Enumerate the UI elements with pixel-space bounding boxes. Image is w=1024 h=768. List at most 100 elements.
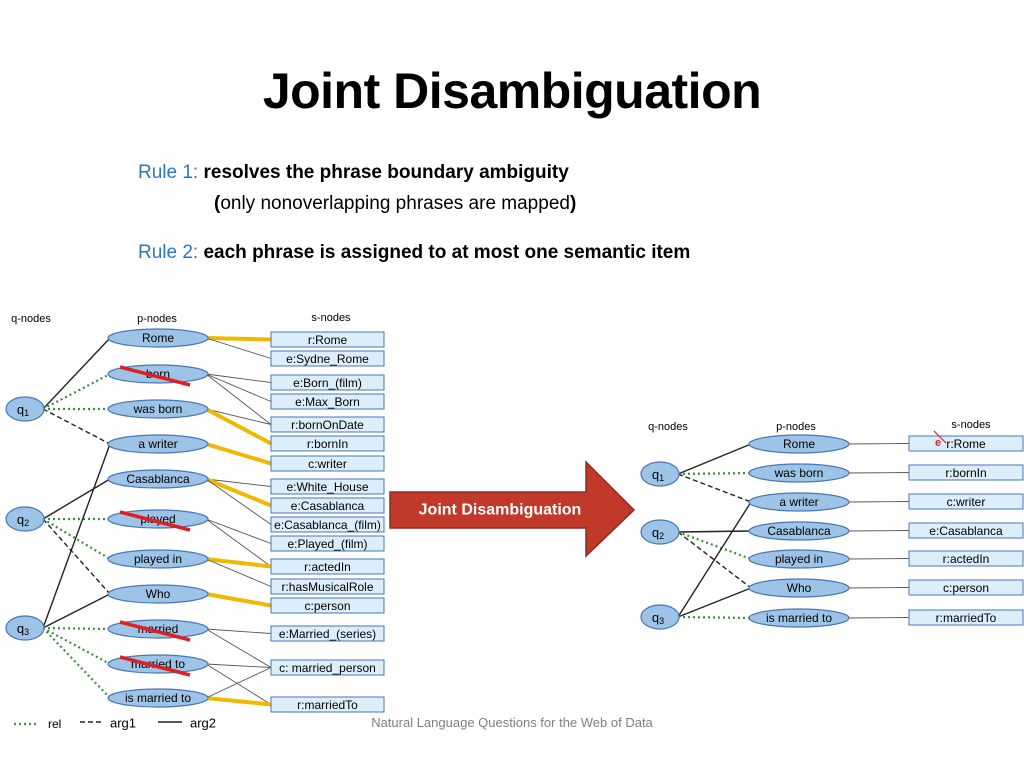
left-p-node [107,399,209,419]
left-edge-p-s [205,337,272,359]
left-edge-q-p [42,373,111,410]
right-s-node [908,464,1024,481]
right-annotation-e: e [935,437,941,449]
right-edge-p-s [846,443,910,445]
left-chosen-edge [205,407,272,446]
left-chosen-edge [205,336,272,342]
left-p-node-label: was born [133,402,183,416]
right-edge-p-s [846,558,910,560]
right-s-node [908,522,1024,539]
left-s-node [270,350,385,367]
right-s-node-label: r:bornIn [945,466,986,480]
left-header-q-nodes: q-nodes [11,313,51,325]
right-p-node [748,549,850,569]
right-q-node [640,519,680,545]
left-s-node [270,497,385,514]
left-edge-q-p [42,627,111,665]
right-s-node-label: e:Casablanca [929,524,1003,538]
left-s-node-label: c:person [304,599,350,613]
left-s-node-label: e:Sydne_Rome [286,352,369,366]
right-edge-q-p [677,615,752,620]
left-chosen-edge [205,557,272,569]
rule-1-paren-text: only nonoverlapping phrases are mapped [220,193,570,214]
left-header-p-nodes: p-nodes [137,313,177,325]
left-edge-p-s [205,628,272,668]
left-edge-p-s [205,518,272,567]
right-p-node [748,434,850,454]
right-header-p-nodes: p-nodes [776,421,816,433]
right-p-node [748,492,850,512]
right-edge-p-s [846,530,910,532]
rule-1: Rule 1: resolves the phrase boundary amb… [138,162,569,184]
right-edge-q-p [677,471,752,476]
left-s-node [270,578,385,595]
left-edge-p-s [205,518,272,544]
right-p-node-label: a writer [779,495,818,509]
left-p-node [107,688,209,708]
right-p-node-label: Who [787,581,812,595]
left-s-node [270,435,385,452]
left-edge-q-p [42,443,111,629]
right-header-s-nodes: s-nodes [951,419,991,431]
left-s-node-label: r:actedIn [304,560,351,574]
left-edge-p-s [205,628,272,634]
left-s-node [270,374,385,391]
right-edge-q-p [677,530,752,561]
right-edge-q-p [677,587,752,618]
left-chosen-edge [205,442,272,466]
left-s-node-label: e:Married_(series) [279,627,376,641]
left-s-node-label: r:bornIn [307,437,348,451]
right-s-node-label: r:marriedTo [936,611,997,625]
strike-mark [119,510,191,532]
strike-mark [119,655,191,677]
left-edge-q-p [42,478,111,520]
rule-2: Rule 2: each phrase is assigned to at mo… [138,242,690,264]
right-edge-q-p [677,443,752,475]
left-s-node-label: r:hasMusicalRole [281,580,373,594]
right-p-node-label: played in [775,552,823,566]
left-edge-p-s [205,558,272,587]
right-edge-p-s [846,617,910,619]
left-s-node-label: e:Played_(film) [287,537,367,551]
left-p-node-label: married [138,622,179,636]
left-s-node-label: r:bornOnDate [291,418,364,432]
right-p-node [748,578,850,598]
left-s-node-label: e:Max_Born [295,395,360,409]
left-s-node [270,416,385,433]
left-p-node-label: Rome [142,331,174,345]
right-p-node-label: Rome [783,437,815,451]
left-s-node [270,478,385,495]
left-s-node [270,597,385,614]
left-s-node [270,535,385,552]
left-p-node [107,434,209,454]
left-q-node-label: q3 [17,621,29,638]
right-edge-p-s [846,501,910,503]
right-edge-q-p [677,531,752,589]
right-p-node-label: Casablanca [767,524,831,538]
right-p-node [748,521,850,541]
left-s-node-label: e:Casablanca_(film) [274,518,381,532]
strike-mark [119,365,191,387]
left-edge-q-p [42,337,111,410]
right-s-node-label: c:writer [947,495,986,509]
right-edge-q-p [677,473,752,503]
left-edge-p-s [205,663,272,668]
left-s-node-label: r:Rome [308,333,348,347]
right-q-node [640,461,680,487]
left-s-node-label: e:White_House [286,480,368,494]
rule-1-detail: (only nonoverlapping phrases are mapped) [214,193,576,215]
right-edge-p-s [846,472,910,474]
right-s-node [908,550,1024,567]
left-p-node [107,584,209,604]
right-s-node [908,609,1024,626]
rule-1-paren-open: ( [214,193,221,214]
left-edge-q-p [42,593,111,629]
left-q-node-label: q2 [17,512,29,529]
right-s-node-label: c:person [943,581,989,595]
right-q-node-label: q1 [652,467,664,484]
right-annotation-stroke [933,430,947,444]
right-p-node [748,608,850,628]
right-s-node [908,579,1024,596]
left-p-node [107,549,209,569]
